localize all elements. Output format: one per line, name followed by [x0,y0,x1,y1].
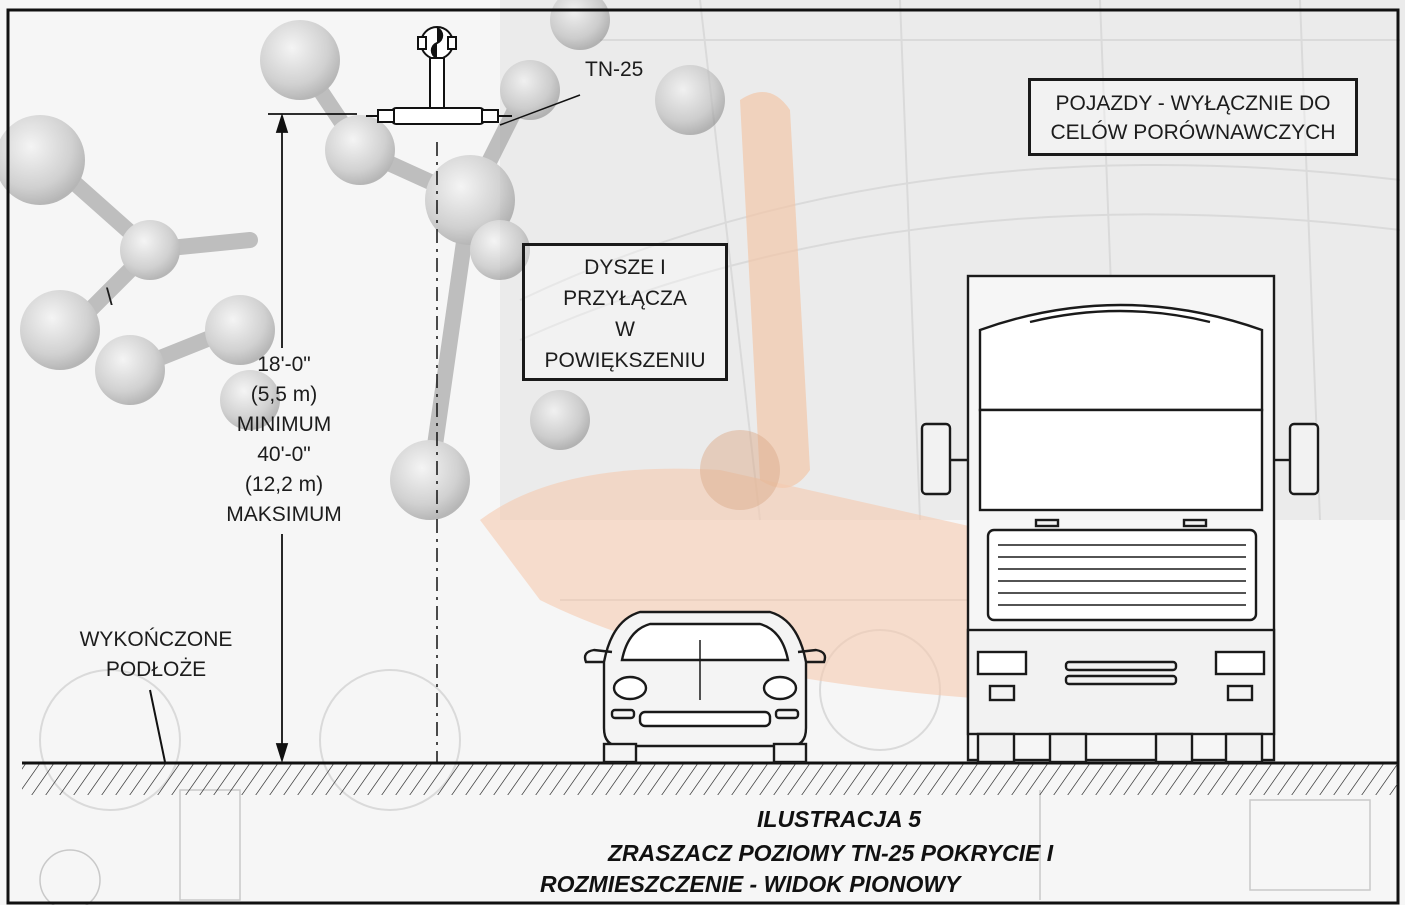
dimension-min-ft: 18'-0" [257,353,311,376]
height-dimension [268,112,357,764]
dimension-max-word: MAKSIMUM [226,503,342,526]
dimension-min-word: MINIMUM [236,413,332,436]
sprinkler-icon [366,26,512,125]
nozzle-detail-box: DYSZE I PRZYŁĄCZA W POWIĘKSZENIU [522,243,728,381]
frame-border [6,8,1400,905]
dimension-max-m: (12,2 m) [244,473,324,496]
sprinkler-leader [499,94,581,126]
caption-line-2: ZRASZACZ POZIOMY TN-25 POKRYCIE I [608,840,1054,866]
truck-outline [920,274,1320,764]
stray-mark: \ [106,284,113,311]
dimension-max-ft: 40'-0" [257,443,311,466]
ground-hatch [22,763,1398,795]
caption-line-3: ROZMIESZCZENIE - WIDOK PIONOWY [540,871,961,897]
ground-label: WYKOŃCZONE PODŁOŻE [79,628,233,681]
ground-leader [149,689,166,763]
caption-line-1: ILUSTRACJA 5 [757,806,921,832]
sprinkler-label: TN-25 [585,58,644,81]
molecule-decoration [0,0,725,520]
vehicles-note-box: POJAZDY - WYŁĄCZNIE DO CELÓW PORÓWNAWCZY… [1028,78,1358,156]
dimension-text: 18'-0" (5,5 m) MINIMUM 40'-0" (12,2 m) M… [200,350,368,530]
car-outline [583,610,827,764]
dimension-min-m: (5,5 m) [250,383,318,406]
